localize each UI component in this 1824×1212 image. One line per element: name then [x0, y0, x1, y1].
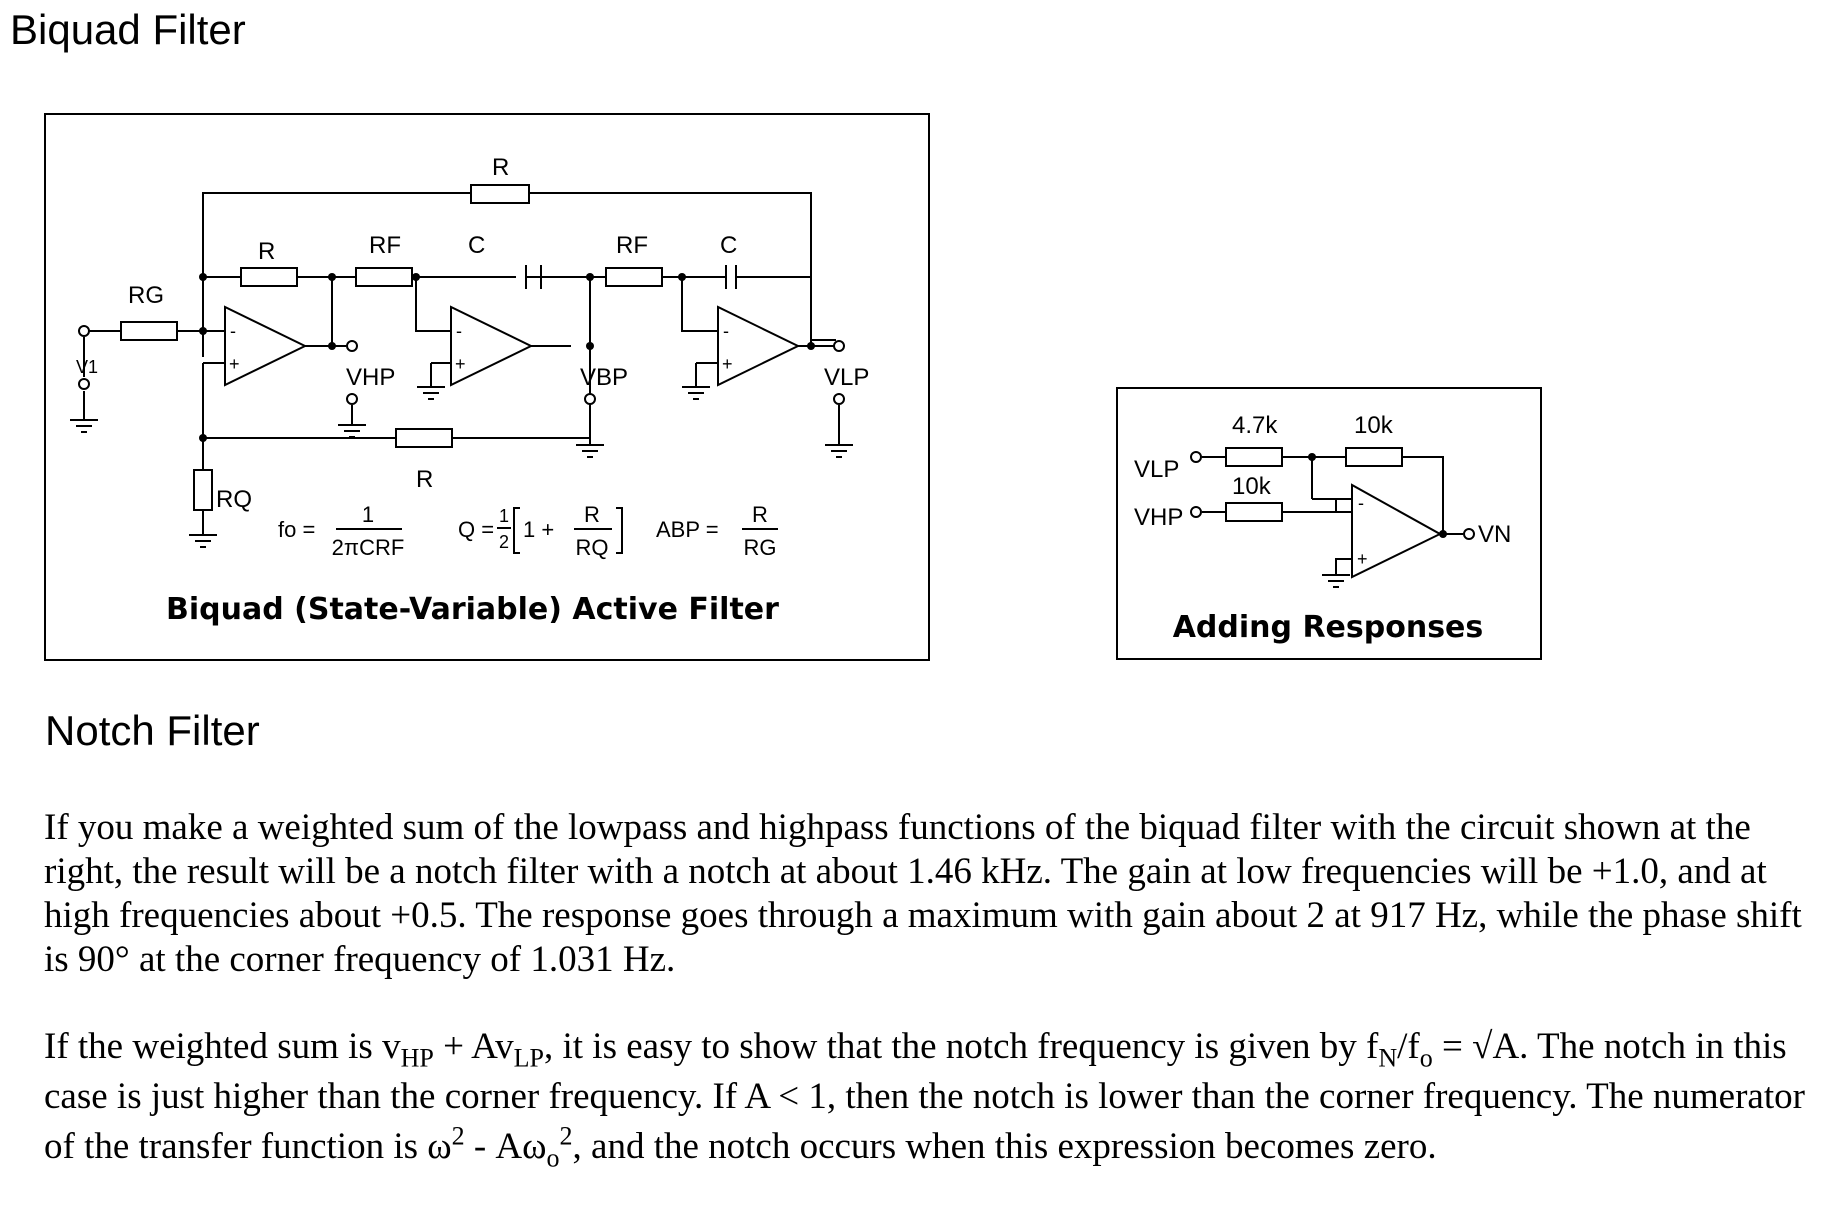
label-v1: V1: [76, 357, 98, 377]
label-c2: C: [720, 232, 737, 259]
eq-fo-lhs: fo =: [278, 517, 315, 542]
p2-t7: , and the notch occurs when this express…: [572, 1126, 1437, 1167]
opamp3-plus: +: [722, 354, 733, 374]
p2-t2: + Av: [433, 1026, 514, 1067]
label-r-bottom: R: [416, 466, 433, 493]
notch-filter-heading: Notch Filter: [45, 707, 260, 754]
resistor-r-bottom: [395, 428, 453, 448]
fig2-caption: Adding Responses: [1173, 610, 1484, 645]
p2-t4: /f: [1397, 1026, 1420, 1067]
label-vhp-in: VHP: [1134, 504, 1183, 531]
resistor-r1: [240, 267, 298, 287]
label-r1: R: [258, 238, 275, 265]
p2-sup1: 2: [451, 1121, 465, 1151]
eq-fo-num: 1: [362, 502, 374, 527]
p2-s2: LP: [513, 1043, 544, 1073]
p2-t1: If the weighted sum is v: [44, 1026, 401, 1067]
eq-q-num: R: [584, 502, 600, 527]
paragraph-notch-intro: If you make a weighted sum of the lowpas…: [44, 807, 1802, 980]
resistor-rq: [193, 469, 213, 511]
p2-s3: N: [1378, 1043, 1398, 1073]
p2-s1: HP: [400, 1043, 434, 1073]
eq-fo-den: 2πCRF: [332, 535, 405, 560]
opamp4-plus: +: [1357, 549, 1368, 569]
label-4k7: 4.7k: [1232, 412, 1278, 439]
paragraph-notch-math: If the weighted sum is vHP + AvLP, it is…: [44, 1022, 1824, 1172]
resistor-r-top: [470, 184, 530, 204]
label-rf1: RF: [369, 232, 401, 259]
resistor-4k7: [1225, 447, 1283, 467]
opamp2-plus: +: [455, 354, 466, 374]
eq-abp-lhs: ABP =: [656, 517, 719, 542]
opamp2-minus: -: [456, 321, 462, 341]
page-title: Biquad Filter: [10, 6, 246, 53]
label-rg: RG: [128, 282, 164, 309]
p2-sup2: 2: [559, 1121, 573, 1151]
eq-q-inner: 1 +: [523, 517, 554, 542]
adding-responses-schematic: - + 4.7k 10k 10k VLP VHP VN Adding Respo…: [1134, 412, 1511, 645]
label-vlp: VLP: [824, 364, 869, 391]
opamp3-minus: -: [723, 321, 729, 341]
eq-q-half-num: 1: [499, 506, 509, 526]
label-vn: VN: [1478, 521, 1511, 548]
p2-s4: o: [1419, 1043, 1433, 1073]
eq-abp-num: R: [752, 502, 768, 527]
biquad-schematic: - + - + - + R R RF C RF C RG RQ R V1 VHP…: [70, 154, 869, 627]
p2-t5: = √A. The notch in this case is just hig…: [44, 1026, 1805, 1167]
p2-t3: , it is easy to show that the notch freq…: [543, 1026, 1379, 1067]
eq-abp-den: RG: [744, 535, 777, 560]
biquad-schematic-figure: - + - + - + R R RF C RF C RG RQ R V1 VHP…: [44, 113, 930, 661]
opamp1-plus: +: [229, 354, 240, 374]
adding-responses-figure: - + 4.7k 10k 10k VLP VHP VN Adding Respo…: [1116, 387, 1542, 660]
label-vlp-in: VLP: [1134, 456, 1179, 483]
label-c1: C: [468, 232, 485, 259]
opamp4-minus: -: [1358, 493, 1364, 513]
opamp1-minus: -: [230, 321, 236, 341]
p2-s5: o: [546, 1143, 560, 1173]
fig1-caption: Biquad (State-Variable) Active Filter: [166, 592, 779, 627]
label-vhp: VHP: [346, 364, 395, 391]
label-r-top: R: [492, 154, 509, 181]
label-10k-hp: 10k: [1232, 473, 1272, 500]
resistor-10k-hp: [1225, 502, 1283, 522]
resistor-rf2: [605, 267, 663, 287]
equation-row: fo = 1 2πCRF Q = 1 2 1 + R RQ ABP = R RG: [278, 502, 778, 560]
resistor-rf1: [355, 267, 413, 287]
resistor-rg: [120, 321, 178, 341]
label-10k-feedback: 10k: [1354, 412, 1394, 439]
eq-q-lhs: Q =: [458, 517, 494, 542]
label-rq: RQ: [216, 486, 252, 513]
label-vbp: VBP: [580, 364, 628, 391]
eq-q-den: RQ: [576, 535, 609, 560]
eq-q-half-den: 2: [499, 532, 509, 552]
resistor-10k-feedback: [1345, 447, 1403, 467]
label-rf2: RF: [616, 232, 648, 259]
p2-t6: - Aω: [464, 1126, 547, 1167]
